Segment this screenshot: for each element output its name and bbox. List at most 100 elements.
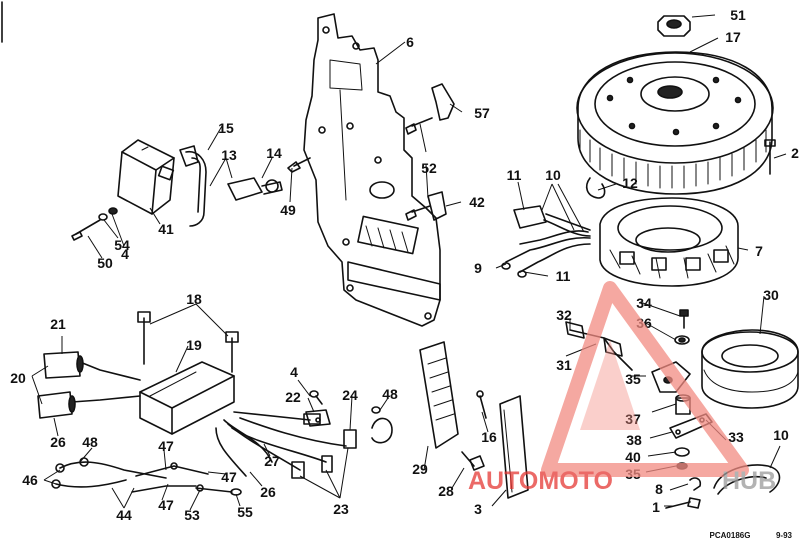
- callout: 42: [469, 194, 485, 210]
- flywheel: [576, 51, 774, 195]
- sensor-ring: [701, 329, 799, 409]
- drawing-revision: 9-93: [776, 531, 793, 540]
- power-pack-screws: [137, 311, 239, 373]
- washer-37: [674, 335, 690, 345]
- screw-4-lower: [309, 390, 323, 405]
- callout: 48: [82, 434, 98, 450]
- callout: 27: [264, 453, 280, 469]
- terminal-block: [419, 341, 459, 449]
- callout: 7: [755, 243, 763, 259]
- terminal-cover: [499, 395, 529, 499]
- spark-plug-boot: [227, 177, 283, 201]
- callout: 55: [237, 504, 253, 520]
- callout: 32: [556, 307, 572, 323]
- callout: 26: [260, 484, 276, 500]
- callout: 30: [763, 287, 779, 303]
- screw-1: [665, 497, 701, 509]
- watermark-triangle: [541, 281, 749, 477]
- armature-plate: [303, 13, 441, 327]
- callout: 47: [158, 438, 174, 454]
- clip-5: [689, 477, 702, 491]
- callout: 41: [158, 221, 174, 237]
- clamp-43: [405, 191, 447, 221]
- callout: 26: [50, 434, 66, 450]
- callout: 44: [116, 507, 132, 523]
- callout: 48: [382, 386, 398, 402]
- callout: 23: [333, 501, 349, 517]
- callout: 20: [10, 370, 26, 386]
- callout: 33: [728, 429, 744, 445]
- callout: 24: [342, 387, 358, 403]
- callout: 19: [186, 337, 202, 353]
- callout: 18: [186, 291, 202, 307]
- clip-57: [431, 83, 455, 121]
- callout: 15: [218, 120, 234, 136]
- callout: 10: [773, 427, 789, 443]
- callout: 11: [556, 268, 571, 284]
- callout: 49: [280, 202, 296, 218]
- power-pack-harness: [215, 411, 357, 479]
- callout-labels: 51 17 6 57 15 13 14 49 52 42 41 54 4 50 …: [10, 7, 799, 523]
- callout: 4: [121, 246, 129, 262]
- callout: 16: [481, 429, 497, 445]
- screw-2: [764, 139, 776, 175]
- screw-17: [476, 390, 487, 419]
- callout: 52: [421, 160, 437, 176]
- stator-harness: [501, 205, 591, 278]
- watermark-triangle-inner: [580, 340, 640, 430]
- callout: 4: [290, 364, 298, 380]
- drawing-code: PCA0186G 9-93: [710, 531, 793, 540]
- stop-wire-48: [55, 457, 167, 479]
- stop-wire-49-55: [195, 487, 242, 496]
- callout: 13: [221, 147, 237, 163]
- callout: 2: [791, 145, 799, 161]
- callout: 53: [184, 507, 200, 523]
- watermark-logo: AUTOMOTO HUB: [468, 281, 776, 495]
- watermark-text-gray: HUB: [722, 467, 776, 495]
- callout: 47: [221, 469, 237, 485]
- callout: 37: [625, 411, 641, 427]
- callout: 47: [158, 497, 174, 513]
- leader-lines: [31, 14, 787, 511]
- cable-tie-13: [585, 177, 606, 199]
- callout: 10: [545, 167, 561, 183]
- callout: 6: [406, 34, 414, 50]
- spark-plug-lead: [179, 145, 207, 227]
- callout: 1: [652, 499, 660, 515]
- power-pack: [139, 361, 235, 435]
- callout: 29: [412, 461, 428, 477]
- callout: 34: [636, 295, 652, 311]
- callout: 28: [438, 483, 454, 499]
- callout: 14: [266, 145, 282, 161]
- callout: 50: [97, 255, 113, 271]
- connector-22: [43, 351, 141, 381]
- stator: [599, 197, 739, 287]
- callout: 46: [22, 472, 38, 488]
- terminal-23: [305, 409, 331, 427]
- callout: 22: [285, 389, 301, 405]
- screw-29: [461, 451, 485, 471]
- screw-54: [405, 117, 433, 135]
- callout: 11: [507, 167, 522, 183]
- callout: 57: [474, 105, 490, 121]
- clamp-50: [371, 406, 393, 444]
- callout: 38: [626, 432, 642, 448]
- stop-wire-45: [51, 479, 127, 489]
- callout: 8: [655, 481, 663, 497]
- watermark-text-red: AUTOMOTO: [468, 467, 613, 495]
- callout: 40: [625, 449, 641, 465]
- callout: 21: [50, 316, 66, 332]
- ignition-coil: [117, 139, 175, 215]
- callout: 54: [114, 237, 130, 253]
- screw-51: [287, 157, 311, 173]
- drawing-code-number: PCA0186G: [710, 531, 751, 540]
- coil-screw: [71, 207, 118, 241]
- screw-35: [679, 309, 689, 329]
- callout: 31: [556, 357, 572, 373]
- callout: 9: [474, 260, 482, 276]
- callout: 51: [730, 7, 746, 23]
- flywheel-nut: [657, 15, 691, 37]
- callout: 12: [622, 175, 638, 191]
- connector-26: [37, 391, 141, 419]
- callout: 35: [625, 371, 641, 387]
